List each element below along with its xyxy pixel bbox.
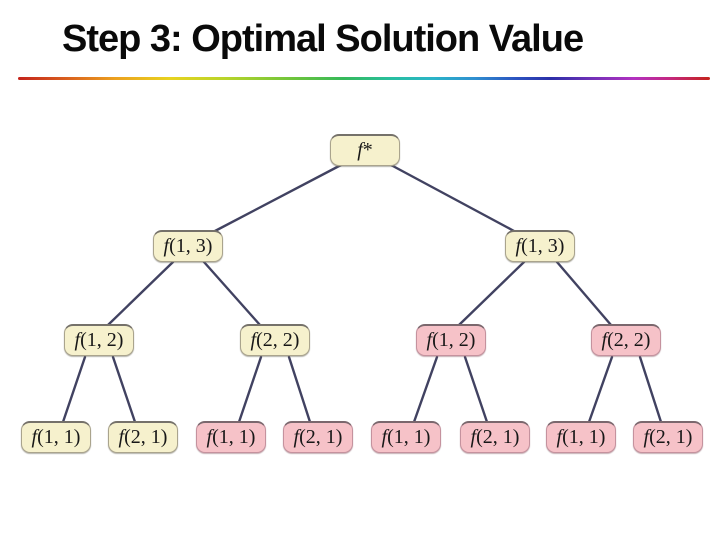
edge-a1-a1x	[61, 355, 87, 424]
edge-a2-a2y	[287, 355, 312, 424]
tree-node-leaf-3: f(1, 1)	[196, 421, 266, 453]
tree-node-leaf-2: f(2, 1)	[108, 421, 178, 453]
tree-node-leaf-5: f(1, 1)	[371, 421, 441, 453]
edge-root-left	[213, 163, 343, 233]
edge-a-a1	[106, 260, 175, 327]
edge-a1-a1y	[111, 355, 137, 424]
tree-node-leaf-6: f(2, 1)	[460, 421, 530, 453]
tree-node-leaf-8: f(2, 1)	[633, 421, 703, 453]
edge-b-b1	[457, 260, 526, 327]
tree-node-f12-left: f(1, 2)	[64, 324, 134, 356]
slide-title: Step 3: Optimal Solution Value	[62, 18, 584, 60]
rainbow-divider	[18, 77, 710, 80]
tree-node-leaf-7: f(1, 1)	[546, 421, 616, 453]
edge-b2-b2x	[587, 355, 614, 424]
edge-b2-b2y	[638, 355, 663, 424]
tree-node-f22-right: f(2, 2)	[591, 324, 661, 356]
tree-node-root: f*	[330, 134, 400, 166]
edge-b-b2	[555, 260, 613, 327]
tree-node-f12-right: f(1, 2)	[416, 324, 486, 356]
edge-a-a2	[202, 260, 262, 327]
edge-b1-b1x	[412, 355, 439, 424]
edge-root-right	[389, 163, 516, 233]
tree-node-f22-left: f(2, 2)	[240, 324, 310, 356]
tree-node-f13-right: f(1, 3)	[505, 230, 575, 262]
tree-node-leaf-1: f(1, 1)	[21, 421, 91, 453]
edge-a2-a2x	[237, 355, 263, 424]
tree-node-leaf-4: f(2, 1)	[283, 421, 353, 453]
tree-node-f13-left: f(1, 3)	[153, 230, 223, 262]
edge-b1-b1y	[463, 355, 489, 424]
